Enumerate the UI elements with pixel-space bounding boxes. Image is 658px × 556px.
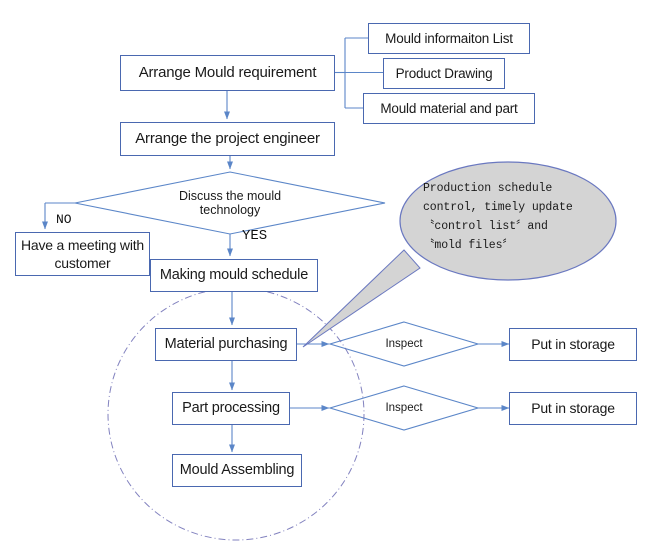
callout-line-4: 〝mold files〞 — [423, 239, 514, 252]
shape-inspect-diamond-part — [328, 385, 480, 431]
callout-line-1: Production schedule — [423, 182, 553, 195]
node-put-in-storage-part[interactable]: Put in storage — [509, 392, 637, 425]
node-product-drawing[interactable]: Product Drawing — [383, 58, 505, 89]
node-put-in-storage-material[interactable]: Put in storage — [509, 328, 637, 361]
node-have-a-meeting-with-customer[interactable]: Have a meeting with customer — [15, 232, 150, 276]
node-arrange-mould-requirement[interactable]: Arrange Mould requirement — [120, 55, 335, 91]
node-mould-assembling[interactable]: Mould Assembling — [172, 454, 302, 487]
shape-discuss-diamond — [74, 171, 386, 235]
node-discuss-mould-technology[interactable]: Discuss the mould technology — [178, 189, 282, 217]
node-mould-material-and-part[interactable]: Mould material and part — [363, 93, 535, 124]
node-inspect-material[interactable]: Inspect — [385, 338, 423, 350]
callout-tail — [302, 249, 421, 348]
edge-label-yes: YES — [242, 228, 268, 244]
node-material-purchasing[interactable]: Material purchasing — [155, 328, 297, 361]
edge-label-no: NO — [56, 212, 72, 227]
callout-line-3: 〝control list〞and — [423, 220, 548, 233]
node-making-mould-schedule[interactable]: Making mould schedule — [150, 259, 318, 292]
node-mould-information-list[interactable]: Mould informaiton List — [368, 23, 530, 54]
shape-inspect-diamond-material — [328, 321, 480, 367]
node-arrange-project-engineer[interactable]: Arrange the project engineer — [120, 122, 335, 156]
callout-line-2: control, timely update — [423, 201, 573, 214]
node-inspect-part[interactable]: Inspect — [385, 402, 423, 414]
node-part-processing[interactable]: Part processing — [172, 392, 290, 425]
